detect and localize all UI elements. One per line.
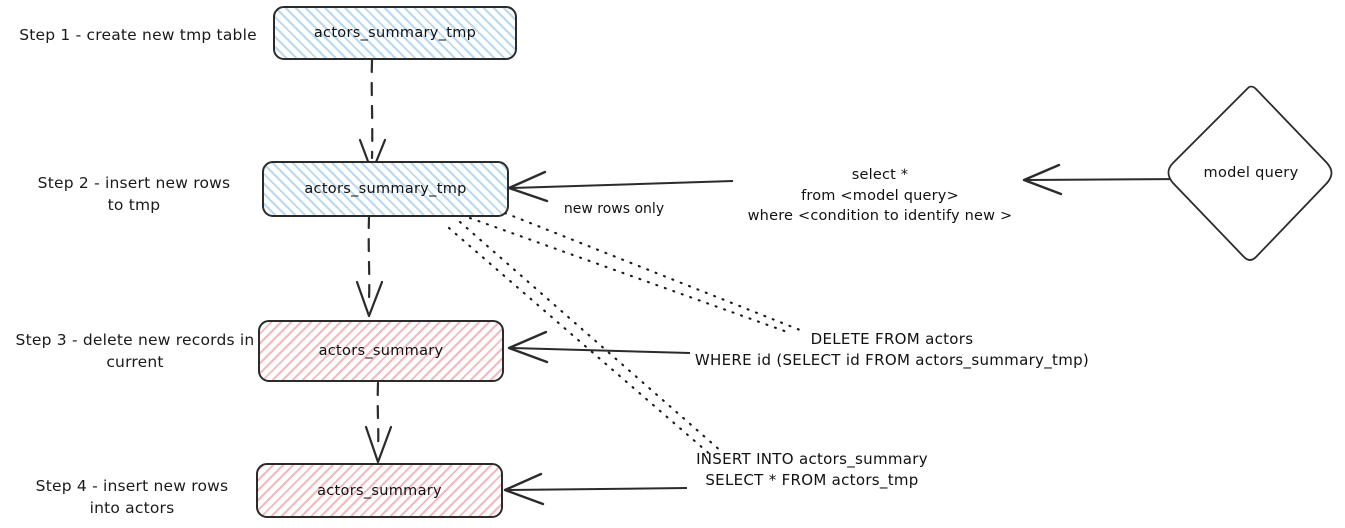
step-label-1: Step 1 - create new tmp table xyxy=(19,26,257,44)
node-actors-summary-tmp-step1[interactable]: actors_summary_tmp xyxy=(273,6,517,60)
node-label: actors_summary_tmp xyxy=(313,25,477,41)
model-query-label: model query xyxy=(1203,165,1299,181)
node-label: actors_summary_tmp xyxy=(304,181,467,197)
arrow-new-rows-only xyxy=(507,170,734,203)
step-label-4: Step 4 - insert new rows into actors xyxy=(35,477,229,518)
annotation-new-rows-only: new rows only xyxy=(563,201,665,217)
arrow-delete-sql-to-node3 xyxy=(507,330,691,364)
step-label-2: Step 2 - insert new rows to tmp xyxy=(37,174,231,215)
node-actors-summary-step4[interactable]: actors_summary xyxy=(256,463,503,518)
node-actors-summary-tmp-step2[interactable]: actors_summary_tmp xyxy=(262,161,509,217)
arrow-insert-sql-to-node4 xyxy=(503,472,688,506)
step-label-3: Step 3 - delete new records in current xyxy=(15,331,255,372)
node-label: actors_summary xyxy=(317,482,442,499)
arrow-node2-to-node3 xyxy=(355,214,384,318)
annotation-insert-sql: INSERT INTO actors_summary SELECT * FROM… xyxy=(696,450,928,490)
annotation-model-query-sql: select * from <model query> where <condi… xyxy=(747,167,1013,225)
dotted-link-node2-to-delete-sql xyxy=(468,211,802,335)
arrow-node1-to-node2 xyxy=(358,58,387,174)
annotation-delete-sql: DELETE FROM actors WHERE id (SELECT id F… xyxy=(694,330,1090,370)
arrow-node3-to-node4 xyxy=(364,381,393,464)
node-label: actors_summary xyxy=(318,343,444,359)
node-actors-summary-step3[interactable]: actors_summary xyxy=(258,320,504,382)
